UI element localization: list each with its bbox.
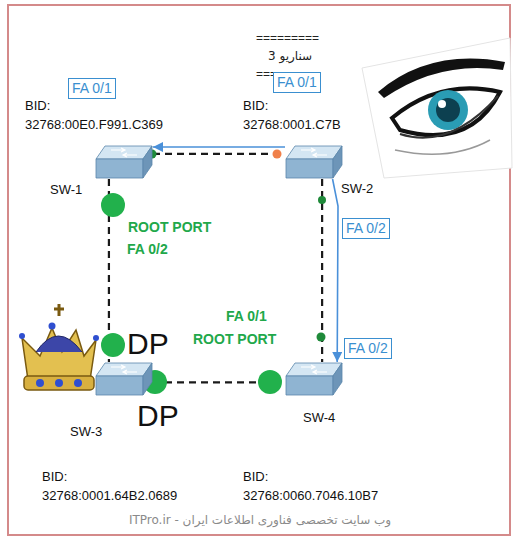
switch-node: SW-3 [95,362,153,396]
switch-name: SW-1 [50,182,82,197]
switch-name: SW-2 [341,181,373,196]
port-dot [101,333,125,357]
switch-icon [95,362,153,396]
watermark: وب سایت تخصصی فناوری اطلاعات ایران - ITP… [40,513,480,527]
port-role-label: FA 0/2 [127,241,168,258]
port-callout: FA 0/2 [342,218,390,239]
bridge-id: BID: 32768:0001.C7B [243,96,353,134]
switch-name: SW-4 [303,410,335,425]
switch-node: SW-4 [285,362,343,396]
switch-node: SW-2 [285,145,343,179]
port-role-label: FA 0/1 [226,308,267,325]
switch-name: SW-3 [70,424,102,439]
port-callout: FA 0/1 [273,72,321,93]
port-dot [318,196,326,204]
designated-port-label: DP [127,326,169,362]
port-dot [273,150,282,159]
eye-picture [362,38,512,178]
switch-icon [285,362,343,396]
direction-arrow [333,179,338,362]
designated-port-label: DP [137,398,179,434]
bridge-id: BID: 32768:00E0.F991.C369 [25,96,177,134]
port-dot [258,370,282,394]
scenario-heading: سناریو 3 [268,49,312,63]
direction-arrow [153,146,285,148]
crown-picture [19,304,99,390]
link-line [153,153,285,155]
scenario-heading: ========= [256,31,319,45]
switch-icon [285,145,343,179]
port-role-label: ROOT PORT [128,219,211,236]
port-callout: FA 0/1 [68,78,116,99]
port-callout: FA 0/2 [344,338,392,359]
port-dot [317,333,326,342]
port-role-label: ROOT PORT [193,331,276,348]
bridge-id: BID: 32768:0001.64B2.0689 [42,467,194,505]
switch-node: SW-1 [95,145,153,179]
port-dot [101,193,125,217]
bridge-id: BID: 32768:0060.7046.10B7 [243,467,395,505]
switch-icon [95,145,153,179]
